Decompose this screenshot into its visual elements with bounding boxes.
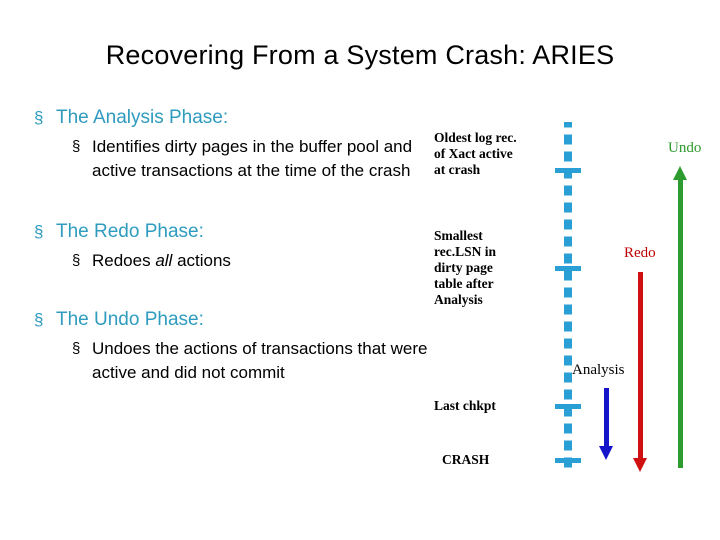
spacer	[30, 183, 450, 219]
label-analysis-phase: Analysis	[572, 362, 625, 378]
label-smallest-line4: table after	[434, 276, 494, 291]
bullet-marker-icon: §	[34, 108, 44, 127]
bullet-undo-phase-label: The Undo Phase:	[56, 309, 204, 330]
redo-arrow-head-icon	[633, 458, 647, 472]
label-oldest-line3: at crash	[434, 162, 481, 177]
label-oldest-log-record: Oldest log rec. of Xact active at crash	[434, 130, 517, 178]
bullet-undo-detail: § Undoes the actions of transactions tha…	[30, 337, 450, 385]
label-smallest-line2: rec.LSN in	[434, 244, 497, 259]
analysis-arrow-shaft	[604, 388, 609, 450]
bullet-list: § The Analysis Phase: § Identifies dirty…	[30, 105, 450, 385]
bullet-redo-phase: § The Redo Phase:	[30, 219, 450, 245]
timeline-tick-smallest-reclsn	[555, 266, 581, 271]
bullet-redo-detail-before: Redoes	[92, 251, 156, 270]
recovery-timeline-diagram: Oldest log rec. of Xact active at crash …	[420, 100, 720, 500]
timeline-tick-crash	[555, 458, 581, 463]
spacer	[30, 273, 450, 307]
analysis-arrow-head-icon	[599, 446, 613, 460]
timeline-tick-oldest	[555, 168, 581, 173]
label-smallest-reclsn: Smallest rec.LSN in dirty page table aft…	[434, 228, 496, 308]
bullet-redo-detail-italic: all	[155, 251, 173, 270]
bullet-redo-phase-label: The Redo Phase:	[56, 221, 204, 242]
label-crash: CRASH	[442, 452, 490, 467]
label-oldest-line1: Oldest log rec.	[434, 130, 517, 145]
bullet-marker-icon: §	[34, 222, 44, 241]
bullet-analysis-phase-label: The Analysis Phase:	[56, 107, 229, 128]
bullet-analysis-detail-label: Identifies dirty pages in the buffer poo…	[92, 137, 413, 180]
label-undo-phase: Undo	[668, 140, 702, 156]
bullet-marker-icon: §	[72, 340, 81, 357]
redo-arrow-shaft	[638, 272, 643, 462]
bullet-marker-icon: §	[72, 138, 81, 155]
bullet-redo-detail: § Redoes all actions	[30, 249, 450, 273]
label-smallest-line3: dirty page	[434, 260, 493, 275]
label-smallest-line5: Analysis	[434, 292, 483, 307]
timeline-tick-last-chkpt	[555, 404, 581, 409]
label-oldest-line2: of Xact active	[434, 146, 513, 161]
undo-arrow-shaft	[678, 178, 683, 468]
bullet-redo-detail-after: actions	[172, 251, 231, 270]
page-title: Recovering From a System Crash: ARIES	[105, 40, 615, 70]
bullet-analysis-detail: § Identifies dirty pages in the buffer p…	[30, 135, 450, 183]
label-redo-phase: Redo	[624, 245, 656, 261]
label-last-chkpt: Last chkpt	[434, 398, 496, 413]
label-smallest-line1: Smallest	[434, 228, 483, 243]
bullet-marker-icon: §	[34, 310, 44, 329]
timeline-axis	[564, 122, 572, 470]
bullet-analysis-phase: § The Analysis Phase:	[30, 105, 450, 131]
undo-arrow-head-icon	[673, 166, 687, 180]
bullet-marker-icon: §	[72, 252, 81, 269]
bullet-undo-detail-label: Undoes the actions of transactions that …	[92, 339, 428, 382]
bullet-undo-phase: § The Undo Phase:	[30, 307, 450, 333]
